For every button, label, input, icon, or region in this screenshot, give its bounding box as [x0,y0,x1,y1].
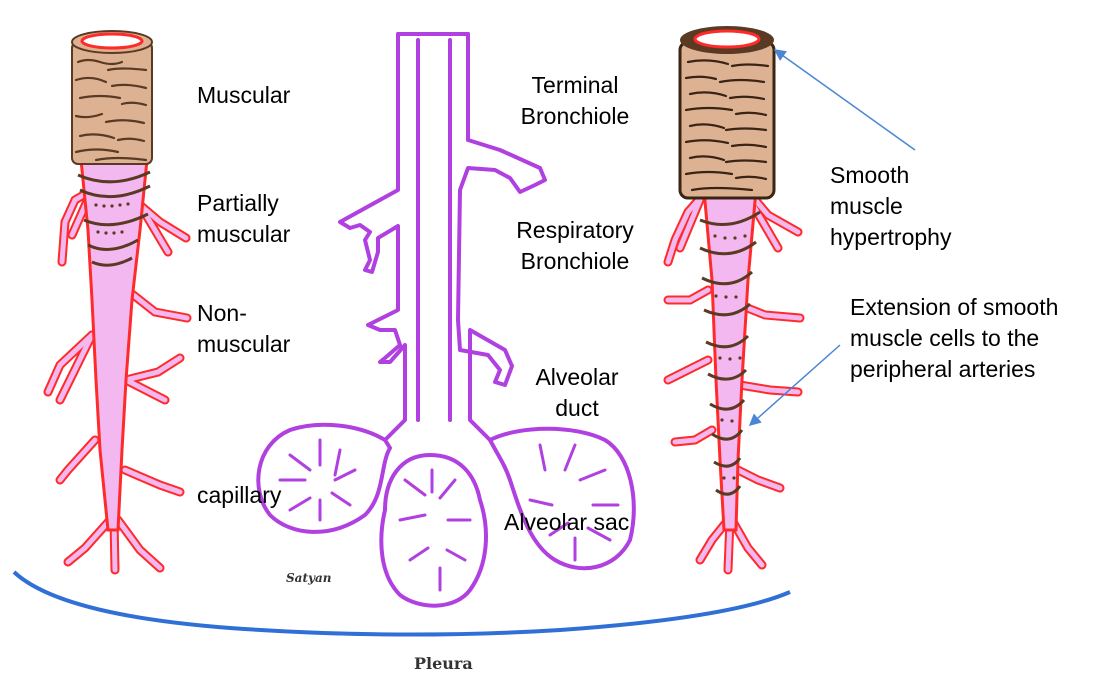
label-capillary: capillary [197,480,281,511]
label-terminal-bronchiole: Terminal Bronchiole [500,70,650,132]
alveolar-sac-right [490,429,634,568]
hypertrophic-artery [668,26,800,570]
alveolar-sac-middle [381,455,486,606]
label-muscular: Muscular [197,80,290,111]
label-respiratory-bronchiole: Respiratory Bronchiole [500,215,650,277]
label-extension-smooth-muscle: Extension of smooth muscle cells to the … [850,292,1058,385]
normal-artery [48,31,187,570]
label-alveolar-duct: Alveolar duct [512,362,642,424]
label-alveolar-sac: Alveolar sac [504,507,629,538]
label-non-muscular: Non- muscular [197,298,290,360]
label-pleura: Pleura [414,654,473,673]
label-partially-muscular: Partially muscular [197,188,290,250]
arrow-to-muscle-cuff [775,50,915,150]
artist-signature: Satyan [286,571,331,585]
label-smooth-muscle-hypertrophy: Smooth muscle hypertrophy [830,160,951,253]
alveolar-sac-left [258,425,390,532]
